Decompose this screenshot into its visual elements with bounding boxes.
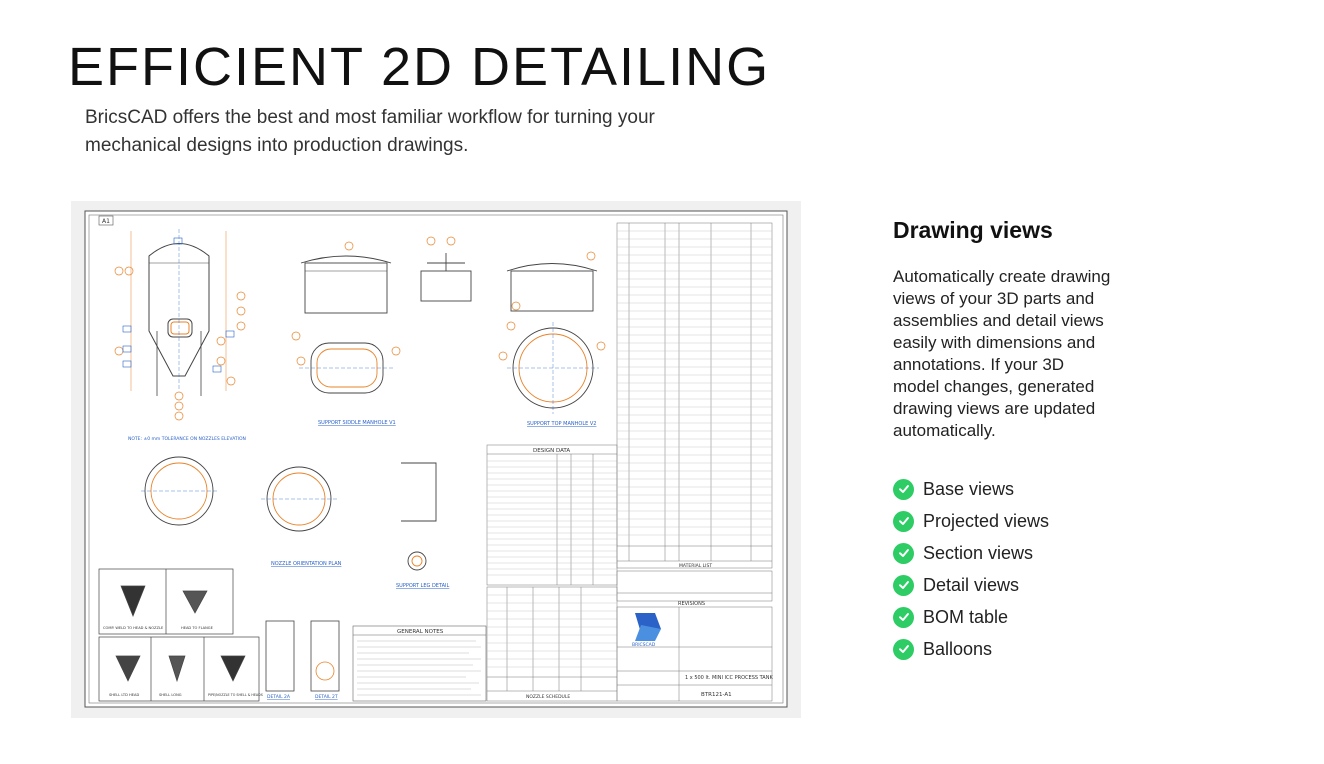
weld-label-1: COMP. WELD TO HEAD & NOZZLE <box>103 626 164 630</box>
check-circle-icon <box>893 574 914 596</box>
weld-details <box>98 568 260 702</box>
section-heading: Drawing views <box>893 217 1053 243</box>
manhole-front-view <box>420 253 472 302</box>
support-leg-label: SUPPORT LEG DETAIL <box>396 583 450 589</box>
tank-side-view <box>130 229 227 396</box>
check-circle-icon <box>893 478 914 500</box>
nozzle-schedule-title: NOZZLE SCHEDULE <box>526 694 570 700</box>
feature-item: Balloons <box>893 633 1123 665</box>
feature-label: BOM table <box>923 606 1009 627</box>
manhole-side-label: SUPPORT SIDDLE MANHOLE V1 <box>318 420 396 426</box>
design-data-rows <box>487 460 617 576</box>
weld-label-4: SHELL LONG <box>159 693 182 697</box>
manhole-side-view <box>299 255 393 394</box>
check-circle-icon <box>893 542 914 564</box>
feature-label: Balloons <box>923 638 993 659</box>
feature-label: Section views <box>923 542 1034 563</box>
design-data-title: DESIGN DATA <box>533 448 570 454</box>
feature-panel: Drawing views Automatically create drawi… <box>893 214 1123 665</box>
feature-item: BOM table <box>893 601 1123 633</box>
material-list-rows <box>617 230 772 536</box>
general-notes-table <box>352 625 487 702</box>
small-details <box>265 620 340 692</box>
check-circle-icon <box>893 606 914 628</box>
support-leg-detail <box>401 462 437 571</box>
detail-a-label: DETAIL 2A <box>267 694 291 700</box>
nozzle-plan-label: NOZZLE ORIENTATION PLAN <box>271 561 342 567</box>
feature-label: Detail views <box>923 574 1020 595</box>
feature-label: Base views <box>923 478 1015 499</box>
title-block <box>616 570 773 702</box>
tolerance-note: NOTE: ±0 mm TOLERANCE ON NOZZLES ELEVATI… <box>128 436 246 442</box>
weld-label-3: SHELL LTD HEAD <box>109 693 139 697</box>
revisions-title: REVISIONS <box>678 601 705 607</box>
intro-text: BricsCAD offers the best and most famili… <box>85 107 655 156</box>
bricscad-logo: BRICSCAD <box>632 613 661 648</box>
manhole-top-view <box>506 263 599 414</box>
weld-label-2: HEAD TO FLANGE <box>181 626 214 630</box>
technical-drawing-image: A1 NOTE: ±0 mm TOLERANCE ON NOZZLES ELEV… <box>71 201 801 718</box>
section-description: Automatically create drawing views of yo… <box>893 267 1111 440</box>
manhole-balloons <box>291 236 606 366</box>
drawing-sheet: A1 NOTE: ±0 mm TOLERANCE ON NOZZLES ELEV… <box>84 210 788 708</box>
nozzle-orientation-view <box>141 456 337 532</box>
general-notes-lines <box>357 640 481 696</box>
nozzle-schedule-rows <box>487 594 617 668</box>
check-circle-icon <box>893 638 914 660</box>
page-title: EFFICIENT 2D DETAILING <box>68 37 771 97</box>
feature-label: Projected views <box>923 510 1050 531</box>
detail-b-label: DETAIL 2T <box>315 694 338 700</box>
material-list-table <box>616 222 773 569</box>
manhole-top-label: SUPPORT TOP MANHOLE V2 <box>527 421 596 427</box>
general-notes-title: GENERAL NOTES <box>397 629 444 635</box>
tank-balloons <box>114 266 246 421</box>
drawing-title: 1 x 500 lt. MINI ICC PROCESS TANK <box>685 675 773 681</box>
feature-item: Detail views <box>893 569 1123 601</box>
material-list-title: MATERIAL LIST <box>679 563 712 569</box>
weld-label-5: PIPE/NOZZLE TO SHELL & HEADS <box>208 693 263 697</box>
feature-item: Projected views <box>893 505 1123 537</box>
feature-item: Section views <box>893 537 1123 569</box>
check-circle-icon <box>893 510 914 532</box>
feature-list: Base views Projected views Section views… <box>893 473 1123 665</box>
sheet-id: A1 <box>102 218 110 225</box>
feature-item: Base views <box>893 473 1123 505</box>
drawing-number: BTR121-A1 <box>701 692 732 698</box>
bricscad-logo-text: BRICSCAD <box>632 642 656 648</box>
